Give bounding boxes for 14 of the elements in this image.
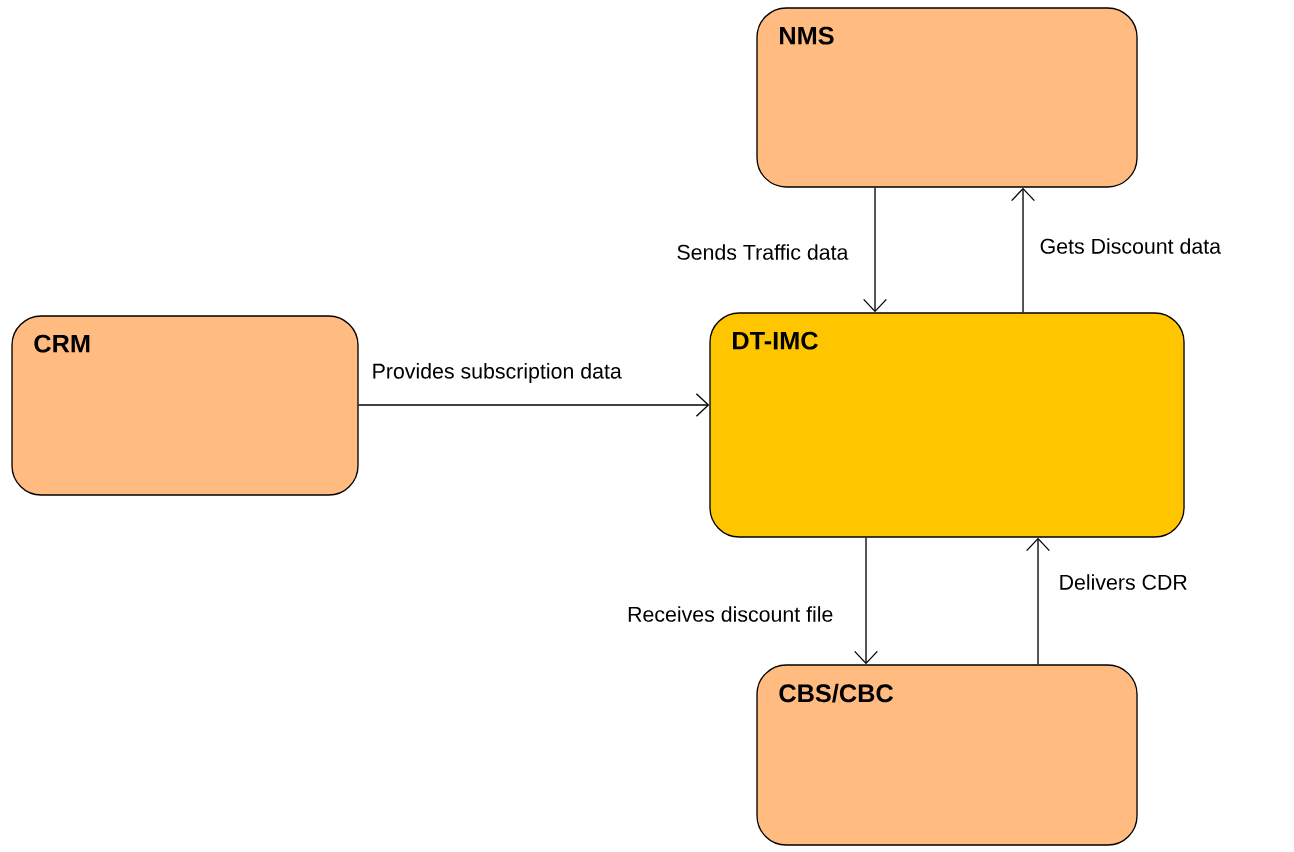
arrow [358,393,710,417]
process-box: CRM [11,315,359,496]
process-box: DT-IMC [709,312,1185,538]
process-box: CBS/CBC [756,664,1138,846]
edge-label: Receives discount file [625,604,835,624]
edge-label: Gets Discount data [1038,236,1223,256]
edge-label: Delivers CDR [1057,572,1190,592]
process-box: NMS [756,7,1138,188]
arrow [863,187,887,313]
arrow [854,537,878,665]
edge-label: Provides subscription data [370,361,624,385]
arrow [1026,537,1050,665]
arrow [1011,187,1035,313]
edge-label: Sends Traffic data [675,242,850,262]
